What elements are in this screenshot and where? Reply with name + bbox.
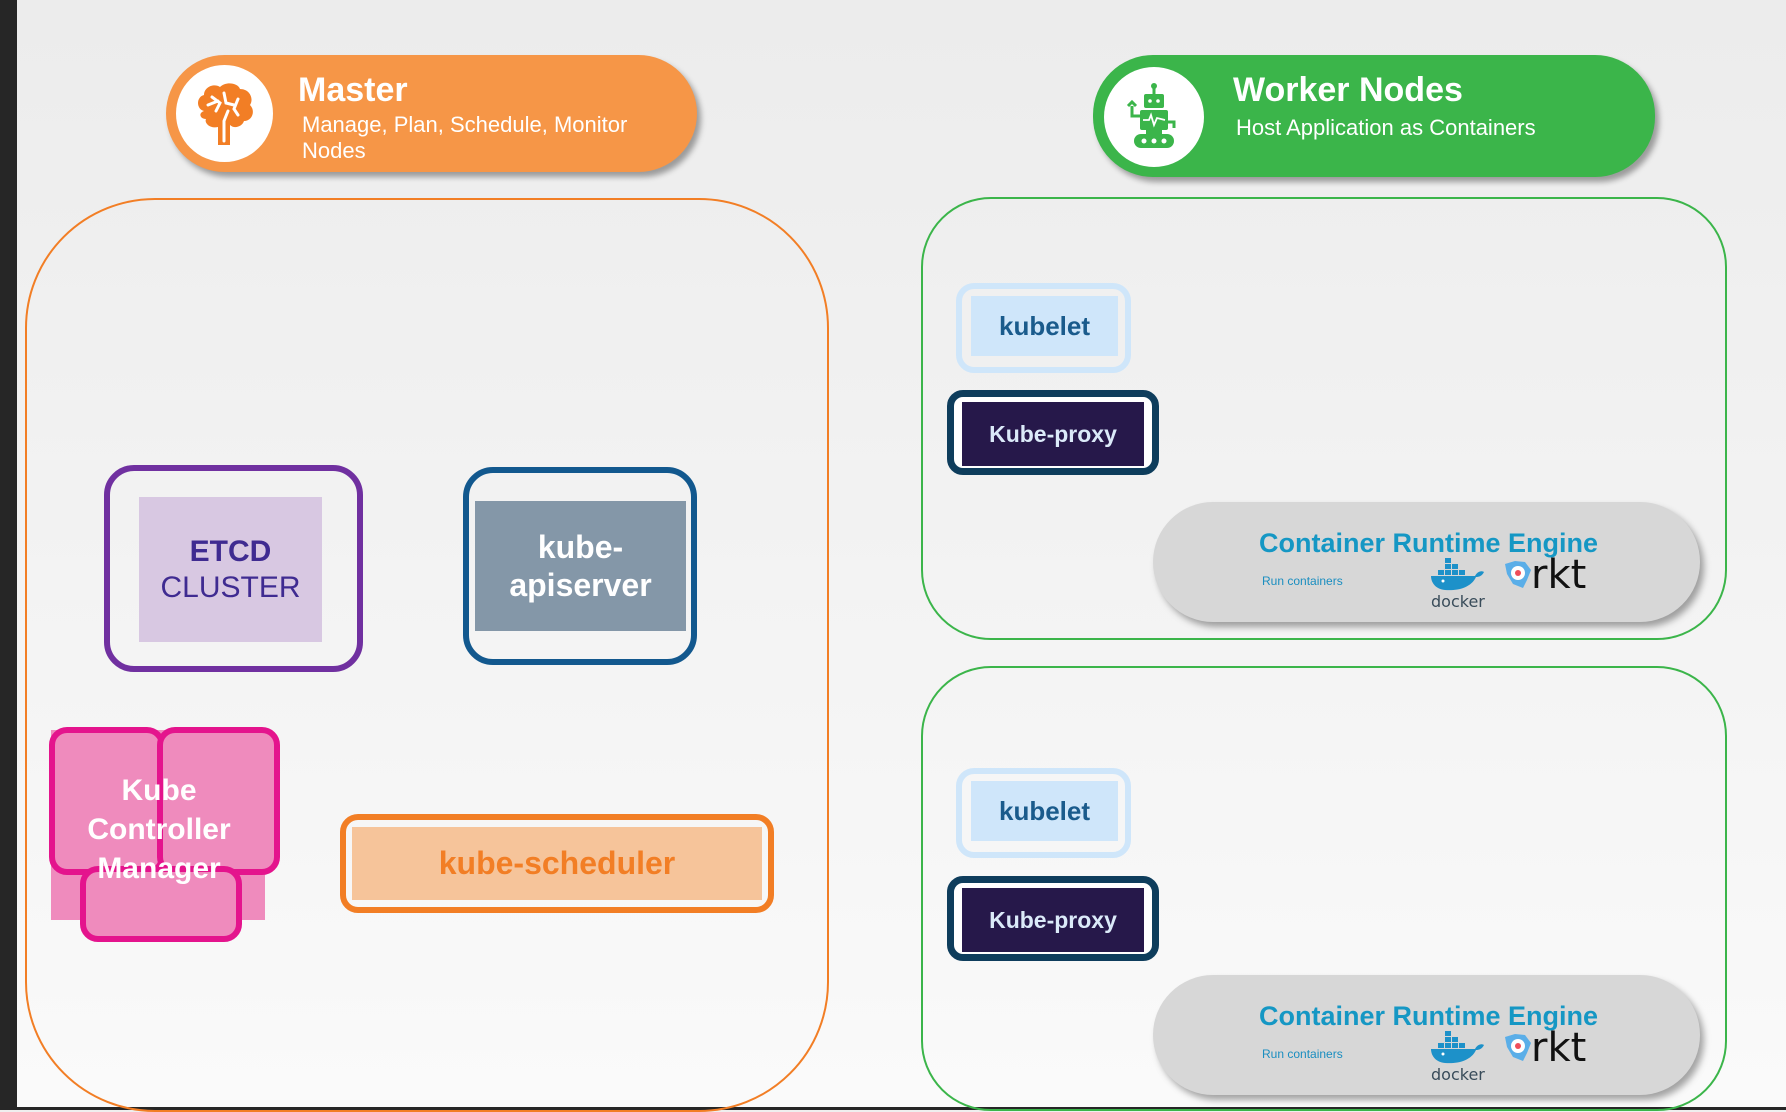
master-subtitle: Manage, Plan, Schedule, Monitor Nodes [302,112,628,163]
container-runtime-engine[interactable]: Container Runtime Engine Run containers … [1153,975,1700,1095]
master-title: Master [298,71,408,109]
kubelet-label: kubelet [971,781,1118,841]
worker-header: Worker Nodes Host Application as Contain… [1093,55,1655,177]
docker-wordmark: docker [1431,592,1485,611]
kubelet[interactable]: kubelet [956,283,1131,373]
kube-proxy-label: Kube-proxy [962,402,1144,466]
kube-proxy[interactable]: Kube-proxy [947,876,1159,961]
master-header: Master Manage, Plan, Schedule, Monitor N… [166,55,697,172]
worker-subtitle: Host Application as Containers [1236,115,1536,140]
kube-scheduler[interactable]: kube-scheduler [340,814,774,913]
kubelet[interactable]: kubelet [956,768,1131,858]
runtime-title: Container Runtime Engine [1259,528,1599,558]
apiserver-label-line1: kube- [537,529,624,565]
worker-node-box [921,197,1727,640]
scheduler-label: kube-scheduler [352,827,762,900]
kube-proxy[interactable]: Kube-proxy [947,390,1159,475]
rkt-logo-icon: rkt [1503,1025,1593,1071]
robot-icon [1104,67,1204,167]
runtime-subtitle: Run containers [1262,574,1343,588]
controller-label-line1: Kube [121,774,197,807]
controller-block [157,727,280,875]
rkt-logo-icon: rkt [1503,552,1593,598]
controller-block [80,866,242,942]
docker-logo-icon: docker [1429,1029,1489,1084]
rkt-wordmark: rkt [1531,552,1587,598]
bottom-dark-edge [0,1107,1786,1110]
rkt-wordmark: rkt [1531,1025,1587,1071]
kube-controller-manager[interactable]: Kube Controller Manager [49,727,280,942]
docker-wordmark: docker [1431,1065,1485,1084]
etcd-label: ETCD CLUSTER [139,497,322,642]
controller-label-line3: Manager [97,852,221,885]
runtime-title: Container Runtime Engine [1259,1001,1599,1031]
kube-apiserver[interactable]: kube- apiserver [463,467,697,665]
apiserver-label: kube- apiserver [475,501,686,631]
brain-icon [176,65,273,162]
left-dark-edge [0,0,17,1110]
controller-label-line2: Controller [87,813,231,846]
etcd-label-line2: CLUSTER [160,570,301,604]
etcd-cluster[interactable]: ETCD CLUSTER [104,465,363,672]
etcd-label-line1: ETCD [189,534,272,568]
docker-logo-icon: docker [1429,556,1489,611]
controller-label: Kube Controller Manager [49,771,269,888]
worker-title: Worker Nodes [1233,71,1463,109]
container-runtime-engine[interactable]: Container Runtime Engine Run containers … [1153,502,1700,622]
runtime-subtitle: Run containers [1262,1047,1343,1061]
apiserver-label-line2: apiserver [509,567,652,603]
kubelet-label: kubelet [971,296,1118,356]
kube-proxy-label: Kube-proxy [962,888,1144,952]
